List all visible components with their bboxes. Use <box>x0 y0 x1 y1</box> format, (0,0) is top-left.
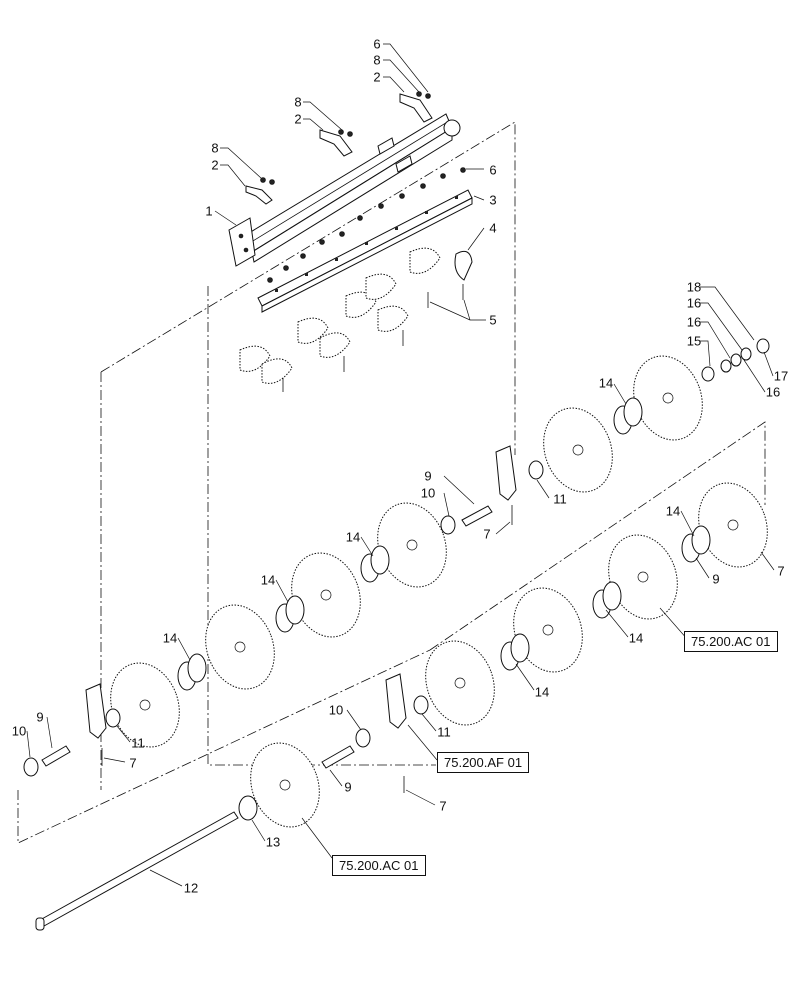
callout-6: 6 <box>489 162 497 178</box>
leader-lines <box>26 43 775 887</box>
callout-12: 12 <box>183 880 199 896</box>
frame-bar <box>228 113 461 267</box>
callout-11: 11 <box>437 724 451 740</box>
callout-18: 18 <box>686 279 702 295</box>
callout-14: 14 <box>162 630 178 646</box>
callout-2: 2 <box>211 157 219 173</box>
callout-16: 16 <box>765 384 781 400</box>
callout-14: 14 <box>598 375 614 391</box>
callout-13: 13 <box>265 834 281 850</box>
callout-9: 9 <box>712 571 720 587</box>
callout-14: 14 <box>345 529 361 545</box>
callout-7: 7 <box>483 526 491 542</box>
callout-2: 2 <box>294 111 302 127</box>
axle-shaft <box>35 811 239 931</box>
brackets <box>245 93 433 205</box>
callout-8: 8 <box>373 52 381 68</box>
callout-7: 7 <box>129 755 137 771</box>
callout-1: 1 <box>205 203 213 219</box>
callout-7: 7 <box>777 563 785 579</box>
scraper-blades <box>239 247 473 384</box>
reference-box-bearing-hanger[interactable]: 75.200.AF 01 <box>437 752 530 773</box>
callout-16: 16 <box>686 314 702 330</box>
callout-14: 14 <box>665 503 681 519</box>
callout-11: 11 <box>131 735 145 751</box>
callout-6: 6 <box>373 36 381 52</box>
callout-11: 11 <box>553 491 567 507</box>
callout-8: 8 <box>294 94 302 110</box>
callout-8: 8 <box>211 140 219 156</box>
callout-14: 14 <box>628 630 644 646</box>
disk-blades <box>110 355 768 828</box>
callout-9: 9 <box>424 468 432 484</box>
callout-5: 5 <box>489 312 497 328</box>
callout-10: 10 <box>420 485 436 501</box>
callout-16: 16 <box>686 295 702 311</box>
callout-10: 10 <box>11 723 27 739</box>
callout-17: 17 <box>773 368 789 384</box>
callout-14: 14 <box>534 684 550 700</box>
spools <box>177 397 711 691</box>
callout-9: 9 <box>344 779 352 795</box>
reference-box-disk-blade-right[interactable]: 75.200.AC 01 <box>684 631 778 652</box>
callout-10: 10 <box>328 702 344 718</box>
callout-3: 3 <box>489 192 497 208</box>
bearing-hangers <box>85 445 517 793</box>
callout-15: 15 <box>686 333 702 349</box>
callout-14: 14 <box>260 572 276 588</box>
reference-box-disk-blade-bottom[interactable]: 75.200.AC 01 <box>332 855 426 876</box>
shank-bar <box>257 189 473 313</box>
callout-7: 7 <box>439 798 447 814</box>
bearings-pins <box>23 338 770 821</box>
callout-4: 4 <box>489 220 497 236</box>
callout-2: 2 <box>373 69 381 85</box>
callout-9: 9 <box>36 709 44 725</box>
